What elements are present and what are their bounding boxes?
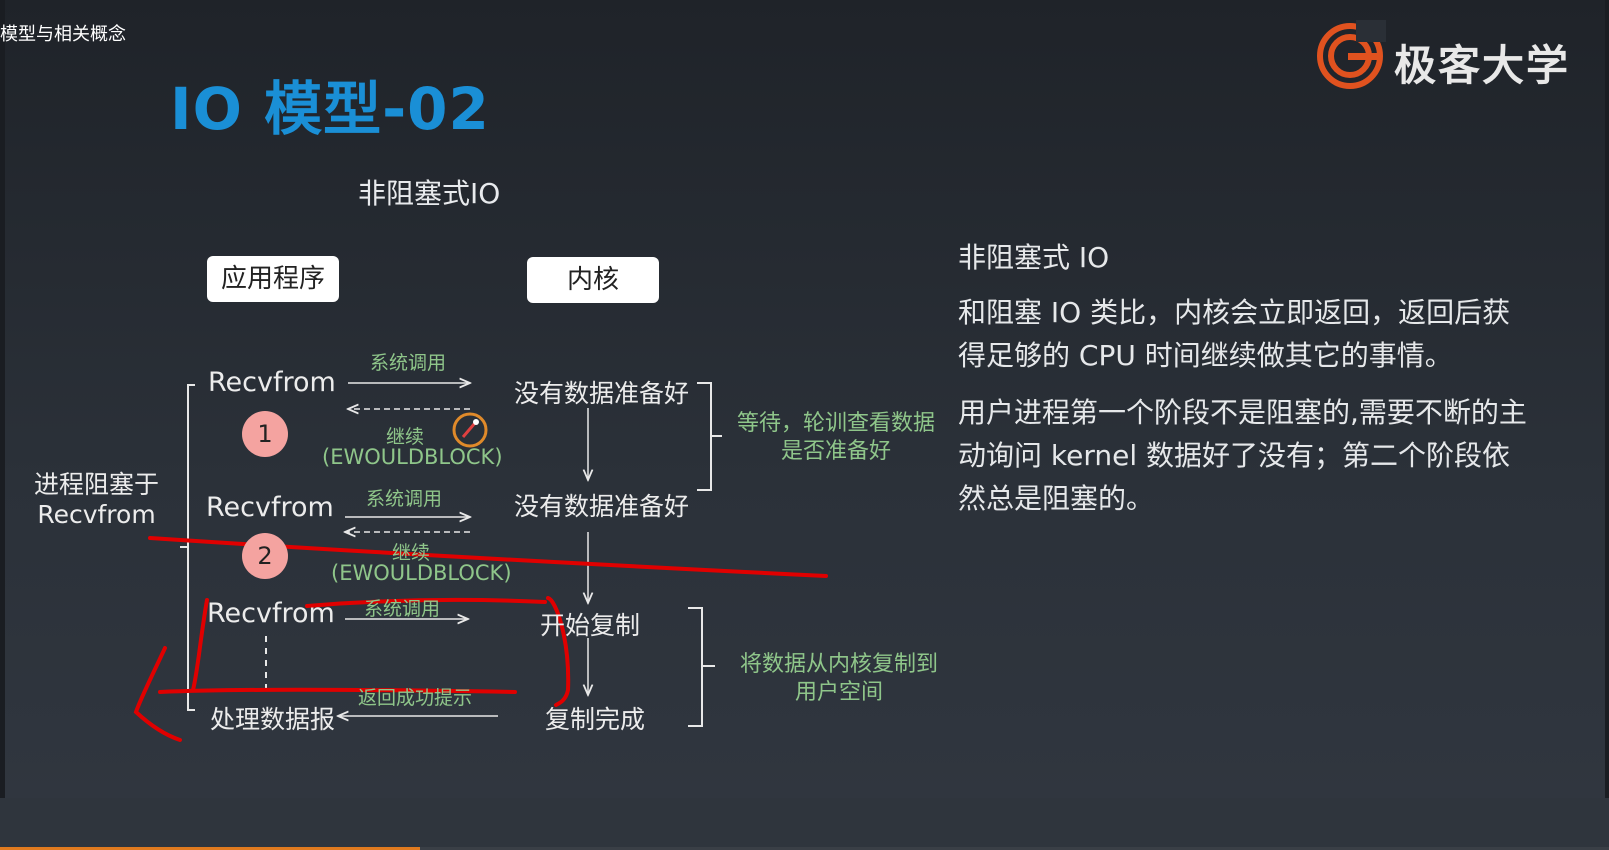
return-label-2: 继续 xyxy=(392,542,431,564)
wait-note-line1: 等待，轮训查看数据 xyxy=(737,411,936,436)
kernel-state-3: 开始复制 xyxy=(540,611,641,640)
progress-fill xyxy=(0,847,420,850)
syscall-label-2: 系统调用 xyxy=(366,488,443,510)
process-blocked-label: 进程阻塞于 Recvfrom xyxy=(34,470,159,530)
recvfrom-2: Recvfrom xyxy=(206,492,334,523)
explanation-paragraph-1: 和阻塞 IO 类比，内核会立即返回，返回后获得足够的 CPU 时间继续做其它的事… xyxy=(958,296,1511,372)
recvfrom-3: Recvfrom xyxy=(207,598,335,629)
explanation-heading: 非阻塞式 IO xyxy=(958,241,1110,274)
kernel-box: 内核 xyxy=(527,257,659,303)
return-label-1: 继续 xyxy=(386,426,425,448)
copy-note-line1: 将数据从内核复制到 xyxy=(740,652,939,677)
syscall-label-3: 系统调用 xyxy=(364,598,441,620)
wait-bracket xyxy=(697,382,722,491)
kernel-state-2: 没有数据准备好 xyxy=(514,492,690,521)
return-code-2: (EWOULDBLOCK) xyxy=(331,561,512,585)
copy-note-line2: 用户空间 xyxy=(795,680,884,705)
explanation-paragraph-2: 用户进程第一个阶段不是阻塞的,需要不断的主动询问 kernel 数据好了没有；第… xyxy=(958,396,1527,515)
process-datagram-label: 处理数据报 xyxy=(210,705,336,734)
red-annotation-strokes xyxy=(133,536,828,742)
explanation-panel: 非阻塞式 IO 和阻塞 IO 类比，内核会立即返回，返回后获得足够的 CPU 时… xyxy=(958,236,1538,520)
geek-logo-icon xyxy=(1317,20,1386,89)
logo: 极客大学 xyxy=(1316,20,1606,92)
copy-bracket xyxy=(688,607,715,727)
kernel-state-1: 没有数据准备好 xyxy=(514,379,690,408)
left-bracket xyxy=(187,384,195,711)
cursor-marker-icon xyxy=(452,412,488,448)
step-2-badge: 2 xyxy=(242,533,288,579)
logo-text: 极客大学 xyxy=(1394,41,1571,90)
return-code-1: (EWOULDBLOCK) xyxy=(322,445,503,469)
success-return-label: 返回成功提示 xyxy=(358,687,473,709)
progress-track[interactable] xyxy=(0,847,1609,850)
syscall-label-1: 系统调用 xyxy=(370,352,447,374)
wait-note-line2: 是否准备好 xyxy=(781,439,892,464)
recvfrom-1: Recvfrom xyxy=(208,367,336,398)
process-blocked-line1: 进程阻塞于 xyxy=(34,470,160,499)
copy-note: 将数据从内核复制到 用户空间 xyxy=(740,651,938,707)
application-box: 应用程序 xyxy=(207,256,339,302)
slide xyxy=(5,0,1605,798)
step-1-badge: 1 xyxy=(242,411,288,457)
window-title: 模型与相关概念 xyxy=(0,24,126,44)
wait-note: 等待，轮训查看数据 是否准备好 xyxy=(737,410,935,466)
copy-done-label: 复制完成 xyxy=(545,705,646,734)
player-control-bar xyxy=(0,798,1609,850)
slide-title: IO 模型-02 xyxy=(170,75,490,143)
diagram-subtitle: 非阻塞式IO xyxy=(358,177,501,210)
process-blocked-line2: Recvfrom xyxy=(37,500,156,529)
